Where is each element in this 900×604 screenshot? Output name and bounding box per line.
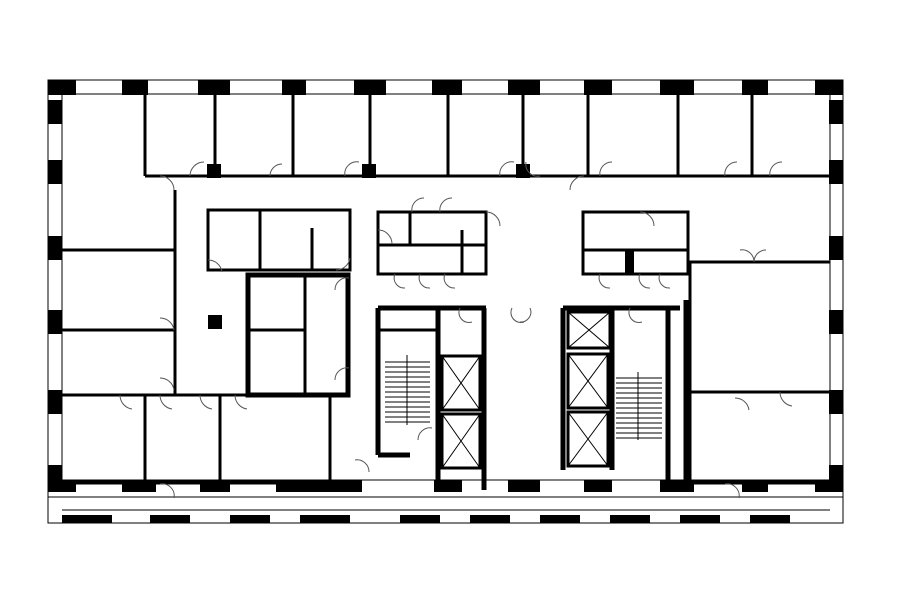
column (48, 160, 62, 184)
column (610, 515, 650, 523)
exterior-shell (47, 79, 844, 524)
column (540, 515, 580, 523)
elevator-3 (566, 310, 612, 350)
column (584, 80, 612, 95)
column (48, 310, 62, 334)
column (62, 515, 112, 523)
column (584, 480, 612, 492)
elevator-5 (566, 410, 610, 468)
column (122, 80, 148, 95)
column (48, 236, 62, 260)
column (48, 390, 62, 414)
column (815, 80, 843, 95)
column (300, 515, 350, 523)
column (829, 236, 843, 260)
structural-columns (48, 80, 843, 523)
column (742, 80, 768, 95)
column (48, 80, 76, 95)
perimeter-offices-left (62, 190, 362, 485)
column (680, 515, 720, 523)
column (829, 390, 843, 414)
column (750, 515, 790, 523)
column (282, 80, 306, 95)
column (508, 80, 540, 95)
elevator-1 (440, 354, 482, 412)
elevator-2 (440, 412, 482, 470)
stairs (385, 355, 662, 440)
column (150, 515, 190, 523)
column (230, 515, 270, 523)
column (829, 100, 843, 124)
column (434, 480, 462, 492)
service-core (375, 300, 689, 490)
column (354, 80, 386, 95)
column (400, 515, 440, 523)
column (660, 480, 694, 492)
column (432, 80, 462, 95)
perimeter-offices-top (143, 94, 830, 178)
column (48, 100, 62, 124)
column (660, 80, 694, 95)
center-rooms (376, 210, 830, 485)
column (198, 80, 230, 95)
elevators (440, 310, 612, 470)
column (470, 515, 510, 523)
column (829, 160, 843, 184)
door-swings (119, 161, 793, 499)
column (829, 310, 843, 334)
column (508, 480, 540, 492)
restroom-core (206, 208, 352, 398)
elevator-4 (566, 352, 610, 410)
